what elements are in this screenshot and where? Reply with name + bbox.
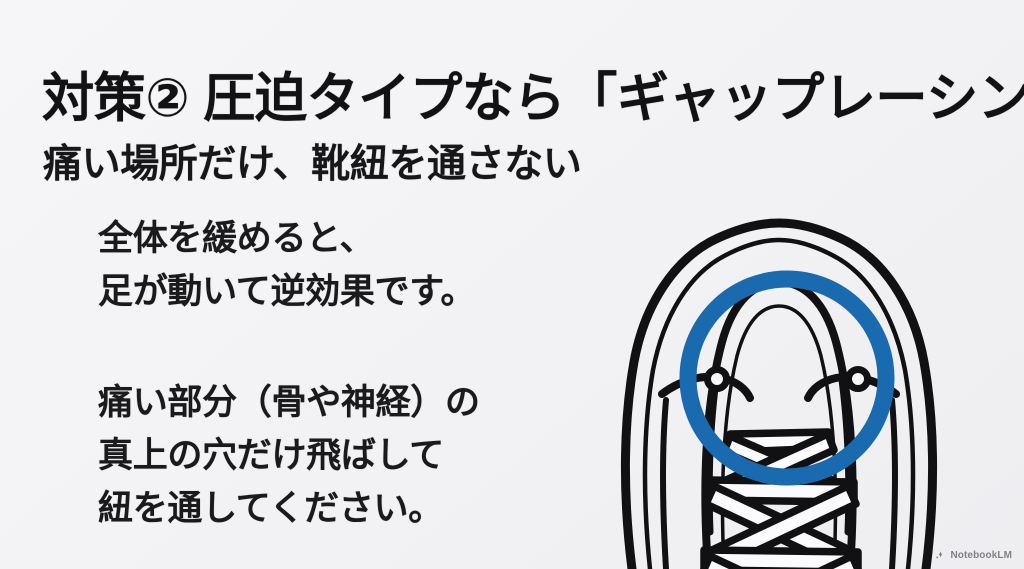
lace-segment [815, 552, 862, 569]
body-line: 紐を通してください。 [98, 489, 443, 528]
eyelet-left [704, 366, 730, 392]
lace-segment [700, 552, 747, 569]
body-paragraph-2: 痛い部分（骨や神経）の 真上の穴だけ飛ばして 紐を通してください。 [98, 376, 568, 535]
shoe-quarter-seam-left [660, 397, 669, 569]
body-line: 痛い部分（骨や神経）の [98, 383, 480, 422]
shoe-outline [620, 218, 938, 569]
eyelet-right [845, 366, 871, 392]
notebooklm-watermark: NotebookLM [935, 550, 1012, 561]
body-line: 全体を緩めると、 [98, 219, 375, 258]
shoe-illustration [596, 130, 956, 569]
body-line: 真上の穴だけ飛ばして [98, 436, 444, 475]
shoe-quarter-seam-right [889, 397, 898, 569]
body-paragraph-1: 全体を緩めると、 足が動いて逆効果です。 [98, 212, 568, 318]
shoe-inner-rim [642, 237, 916, 569]
gap-lacing-highlight-circle [679, 270, 895, 486]
watermark-label: NotebookLM [950, 549, 1012, 561]
page-title: 対策② 圧迫タイプなら「ギャップレーシング」 [42, 68, 1024, 128]
shoe-diagram-svg [620, 218, 938, 569]
notebooklm-logo-icon [936, 551, 943, 560]
page-subtitle: 痛い場所だけ、靴紐を通さない [43, 143, 582, 187]
body-line: 足が動いて逆効果です。 [98, 272, 476, 311]
shoe-eyestay-left [705, 376, 720, 536]
body-copy: 全体を緩めると、 足が動いて逆効果です。 痛い部分（骨や神経）の 真上の穴だけ飛… [98, 212, 568, 535]
